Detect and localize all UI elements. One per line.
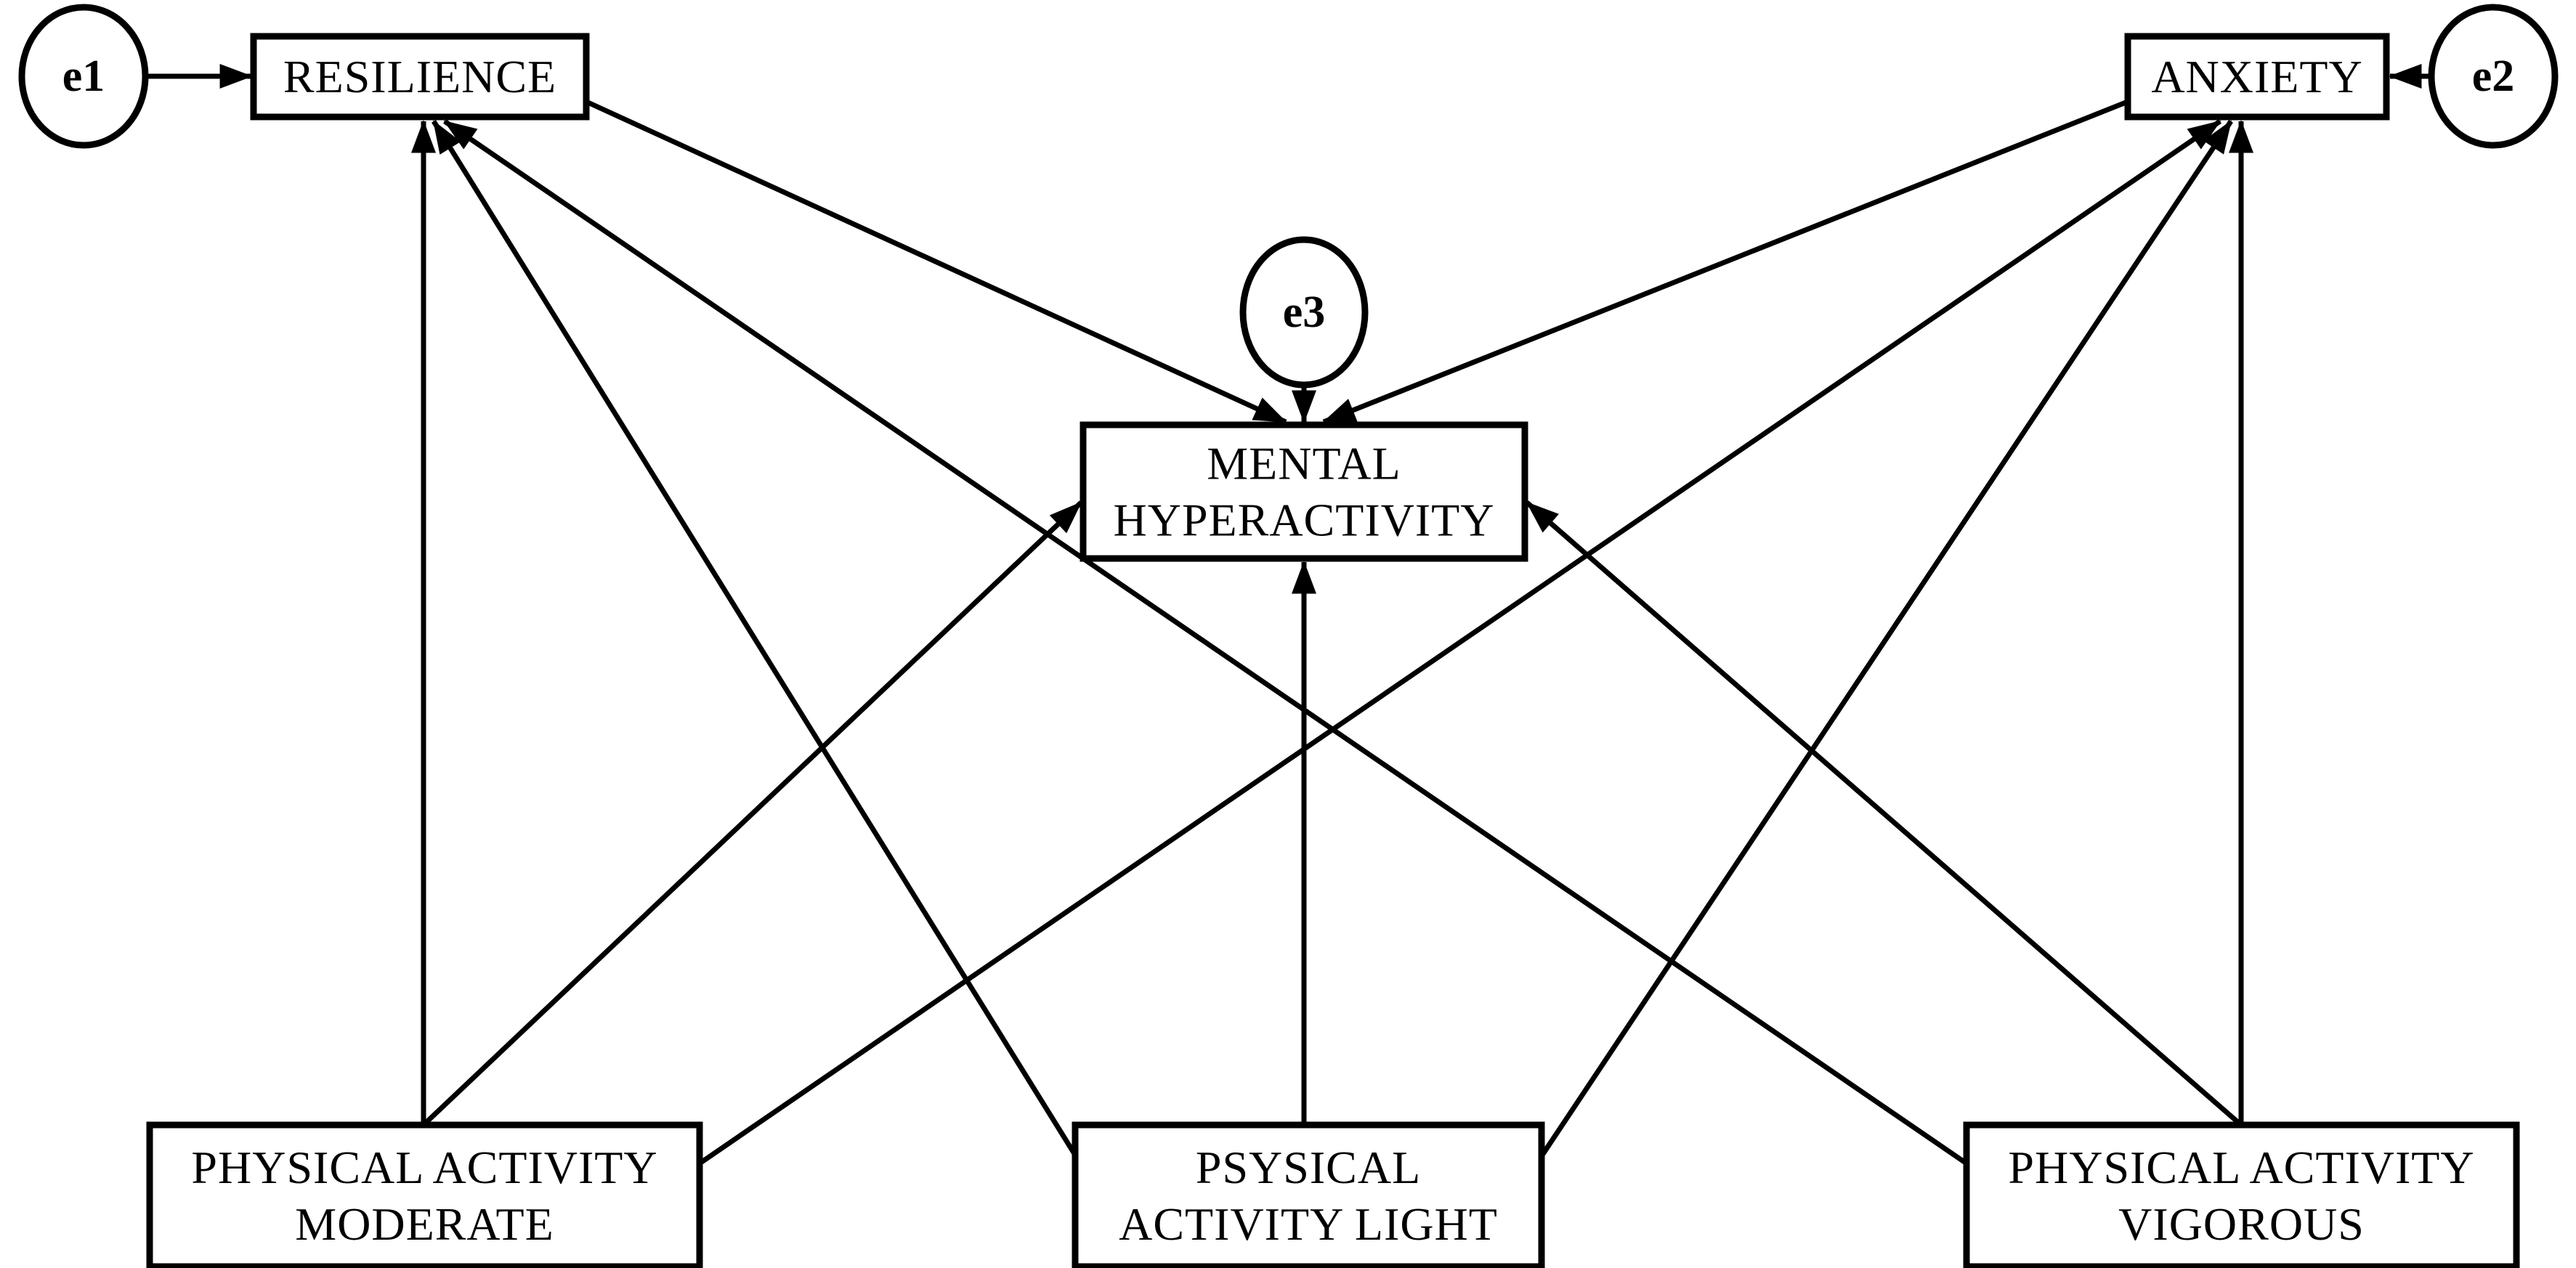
node-anxiety: ANXIETY [2124, 33, 2390, 121]
label-line: VIGOROUS [2118, 1198, 2365, 1250]
label-line: PSYSICAL [1196, 1142, 1421, 1193]
label-line: PHYSICAL ACTIVITY [191, 1142, 657, 1193]
label-line: ANXIETY [2151, 51, 2362, 102]
label-line: e2 [2472, 52, 2515, 101]
label-e1: e1 [62, 52, 105, 101]
physical-activity-vigorous-box [1963, 1121, 2520, 1268]
node-e3: e3 [1239, 236, 1369, 389]
label-line: ACTIVITY LIGHT [1119, 1198, 1498, 1250]
path-psysical-activity-light-to-resilience [432, 120, 1078, 1158]
path-physical-activity-moderate-to-mental-hyperactivity [421, 500, 1083, 1127]
e3-ellipse [1239, 236, 1369, 389]
path-physical-activity-moderate-to-anxiety [698, 119, 2221, 1166]
label-e3: e3 [1283, 288, 1326, 337]
node-resilience: RESILIENCE [250, 33, 590, 121]
mental-hyperactivity-box [1080, 421, 1528, 562]
node-mental-hyperactivity: MENTAL HYPERACTIVITY [1080, 421, 1528, 562]
label-line: HYPERACTIVITY [1114, 495, 1495, 546]
node-e1: e1 [18, 4, 149, 149]
label-line: RESILIENCE [283, 51, 556, 102]
path-anxiety-to-mental-hyperactivity [1322, 99, 2129, 425]
e1-ellipse [18, 4, 149, 149]
label-mental-hyperactivity: MENTAL HYPERACTIVITY [1114, 438, 1495, 546]
anxiety-box [2124, 33, 2390, 121]
label-resilience: RESILIENCE [283, 51, 556, 102]
physical-activity-moderate-box [146, 1121, 703, 1268]
resilience-box [250, 33, 590, 121]
label-line: e3 [1283, 288, 1326, 337]
path-psysical-activity-light-to-anxiety [1539, 120, 2233, 1158]
label-line: e1 [62, 52, 105, 101]
edges-layer [147, 64, 2431, 1166]
label-line: MODERATE [295, 1198, 554, 1250]
path-physical-activity-vigorous-to-mental-hyperactivity [1525, 500, 2243, 1127]
path-resilience-to-mental-hyperactivity [585, 99, 1287, 425]
label-anxiety: ANXIETY [2151, 51, 2362, 102]
e2-ellipse [2428, 4, 2559, 149]
psysical-activity-light-box [1072, 1121, 1545, 1268]
path-physical-activity-vigorous-to-resilience [443, 119, 1968, 1166]
node-e2: e2 [2428, 4, 2559, 149]
label-line: PHYSICAL ACTIVITY [2008, 1142, 2474, 1193]
label-line: MENTAL [1207, 438, 1401, 489]
label-e2: e2 [2472, 52, 2515, 101]
